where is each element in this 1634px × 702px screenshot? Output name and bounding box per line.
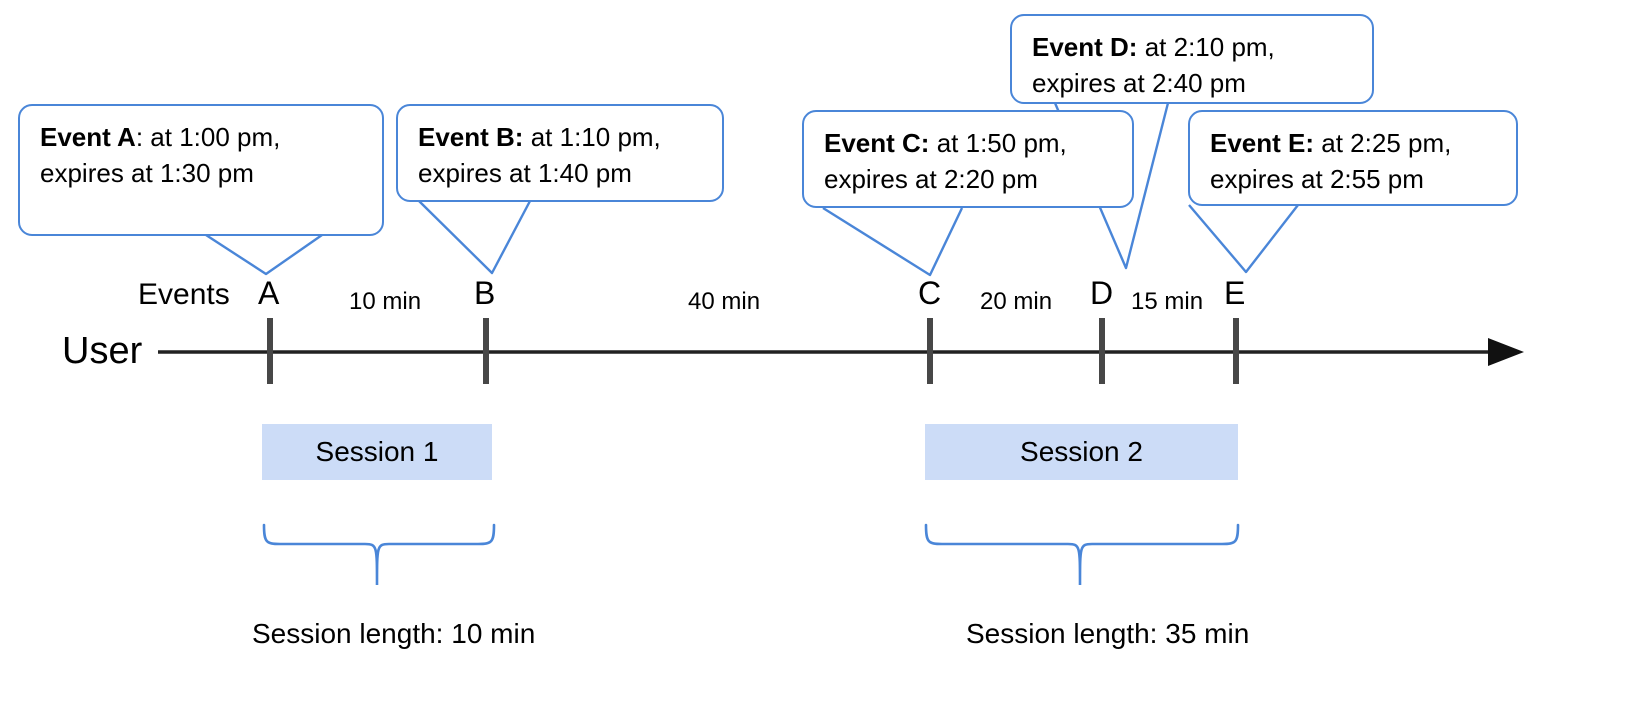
callout-a-line1: Event A: at 1:00 pm, [40,122,280,152]
callout-tail-A [205,233,323,276]
callout-d-sep [1137,32,1144,62]
callout-tail-E [1188,204,1299,274]
callout-event-b[interactable]: Event B: at 1:10 pm, expires at 1:40 pm [396,104,724,202]
callout-event-c[interactable]: Event C: at 1:50 pm, expires at 2:20 pm [802,110,1134,208]
session-1-length: Session length: 10 min [252,618,536,649]
callout-event-a[interactable]: Event A: at 1:00 pm, expires at 1:30 pm [18,104,384,236]
callout-c-sep [929,128,936,158]
callout-tail-C [822,206,964,277]
callout-d-line1: Event D: at 2:10 pm, [1032,32,1275,62]
brace-session-1 [262,523,496,586]
callout-a-line2: expires at 1:30 pm [40,157,254,188]
callout-event-e[interactable]: Event E: at 2:25 pm, expires at 2:55 pm [1188,110,1518,206]
timeline-axis [158,338,1524,366]
callout-c-rest: at 1:50 pm, [936,128,1067,158]
callout-b-line1: Event B: at 1:10 pm, [418,122,661,152]
callout-b-line2: expires at 1:40 pm [418,157,632,188]
session-braces [262,523,1240,586]
callout-a-sep: : [135,122,151,152]
callout-d-bold: Event D: [1032,32,1138,62]
event-letter-c: C [918,275,942,311]
callout-e-rest: at 2:25 pm, [1321,128,1452,158]
callout-c-bold: Event C: [824,128,930,158]
callout-e-bold: Event E: [1210,128,1315,158]
session-block-2[interactable]: Session 2 [925,424,1238,480]
event-letter-a: A [258,275,280,311]
session-block-1[interactable]: Session 1 [262,424,492,480]
gap-label-d-e: 15 min [1131,288,1204,315]
event-letter-d: D [1090,275,1114,311]
callout-b-sep [523,122,530,152]
callout-d-line2: expires at 2:40 pm [1032,67,1246,98]
session-2-length: Session length: 35 min [966,618,1250,649]
callout-e-line1: Event E: at 2:25 pm, [1210,128,1451,158]
axis-row-label-user: User [62,330,143,372]
callout-e-line2: expires at 2:55 pm [1210,163,1424,194]
gap-label-b-c: 40 min [688,288,761,315]
callout-a-rest: at 1:00 pm, [150,122,281,152]
session-2-label: Session 2 [1020,436,1143,467]
brace-session-2 [924,523,1240,586]
event-ticks [267,318,1239,384]
callout-b-bold: Event B: [418,122,524,152]
event-letter-e: E [1224,275,1246,311]
callout-c-line2: expires at 2:20 pm [824,163,1038,194]
event-letter-b: B [474,275,496,311]
gap-label-a-b: 10 min [349,288,422,315]
callout-tail-B [418,200,532,275]
callout-d-rest: at 2:10 pm, [1144,32,1275,62]
gap-label-c-d: 20 min [980,288,1053,315]
callout-c-line1: Event C: at 1:50 pm, [824,128,1067,158]
callout-b-rest: at 1:10 pm, [530,122,661,152]
callout-a-bold: Event A [40,122,136,152]
events-row-label: Events [138,278,230,311]
callout-event-d[interactable]: Event D: at 2:10 pm, expires at 2:40 pm [1010,14,1374,104]
session-1-label: Session 1 [315,436,439,467]
